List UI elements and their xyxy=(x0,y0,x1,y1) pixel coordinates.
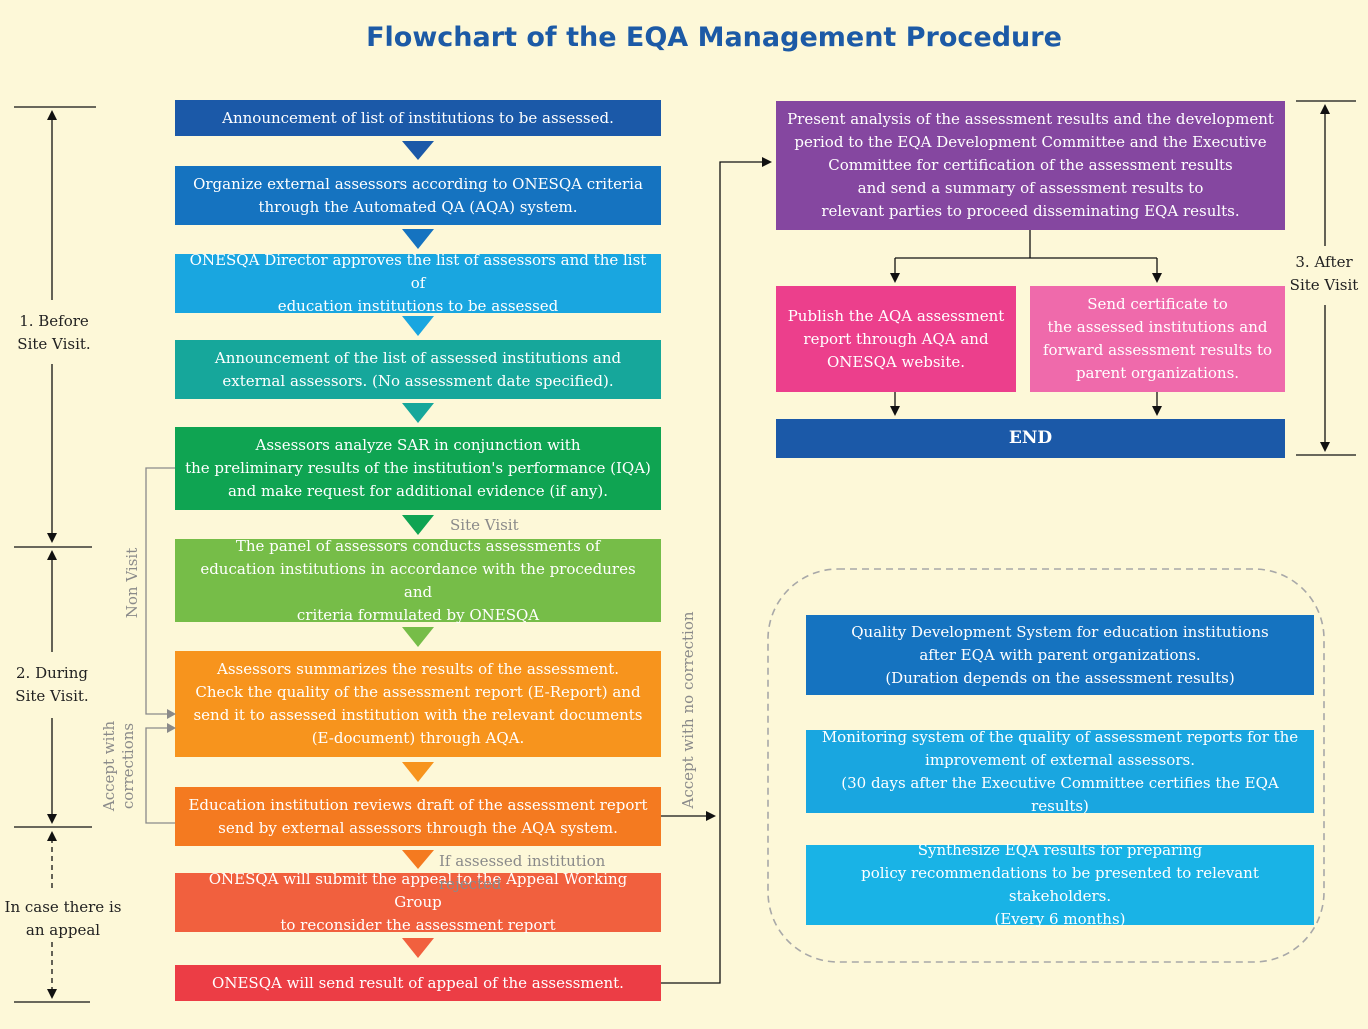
system-quality-development: Quality Development System for education… xyxy=(806,615,1314,695)
step-publish-report: Publish the AQA assessment report throug… xyxy=(776,286,1016,392)
system-synthesize: Synthesize EQA results for preparing pol… xyxy=(806,841,1314,928)
step-send-certificate: Send certificate to the assessed institu… xyxy=(1030,286,1285,392)
down-arrow-1 xyxy=(402,141,434,160)
step-announce-assessed: Announcement of the list of assessed ins… xyxy=(175,340,661,399)
step-organize-assessors: Organize external assessors according to… xyxy=(175,166,661,225)
down-arrow-7 xyxy=(402,762,434,782)
down-arrow-4 xyxy=(402,403,434,423)
step-panel-assessment: The panel of assessors conducts assessme… xyxy=(175,537,661,624)
down-arrow-3 xyxy=(402,316,434,336)
system-monitoring: Monitoring system of the quality of asse… xyxy=(806,728,1314,815)
phase-before-label: 1. Before Site Visit. xyxy=(17,312,91,353)
step-summarize-results: Assessors summarizes the results of the … xyxy=(175,651,661,757)
systems-container xyxy=(767,568,1325,963)
site-visit-label: Site Visit xyxy=(450,516,519,534)
down-arrow-5 xyxy=(402,515,434,535)
page-title: Flowchart of the EQA Management Procedur… xyxy=(366,22,1062,53)
end-box: END xyxy=(776,419,1285,458)
step-submit-appeal: ONESQA will submit the appeal to the App… xyxy=(175,870,661,934)
if-rejected-label: If assessed institution rejected xyxy=(439,852,606,893)
down-arrow-8 xyxy=(402,850,434,869)
step-institution-reviews: Education institution reviews draft of t… xyxy=(175,787,661,846)
step-analyze-sar: Assessors analyze SAR in conjunction wit… xyxy=(175,427,661,510)
phase-appeal-label: In case there is an appeal xyxy=(4,898,122,939)
step-director-approves: ONESQA Director approves the list of ass… xyxy=(175,251,661,315)
down-arrow-2 xyxy=(402,229,434,249)
phase-after-label: 3. After Site Visit xyxy=(1289,253,1359,294)
phase-during-label: 2. During Site Visit. xyxy=(15,664,89,705)
step-appeal-result: ONESQA will send result of appeal of the… xyxy=(175,965,661,1001)
down-arrow-6 xyxy=(402,627,434,647)
step-announce-list: Announcement of list of institutions to … xyxy=(175,100,661,136)
step-present-analysis: Present analysis of the assessment resul… xyxy=(776,101,1285,230)
down-arrow-9 xyxy=(402,938,434,958)
